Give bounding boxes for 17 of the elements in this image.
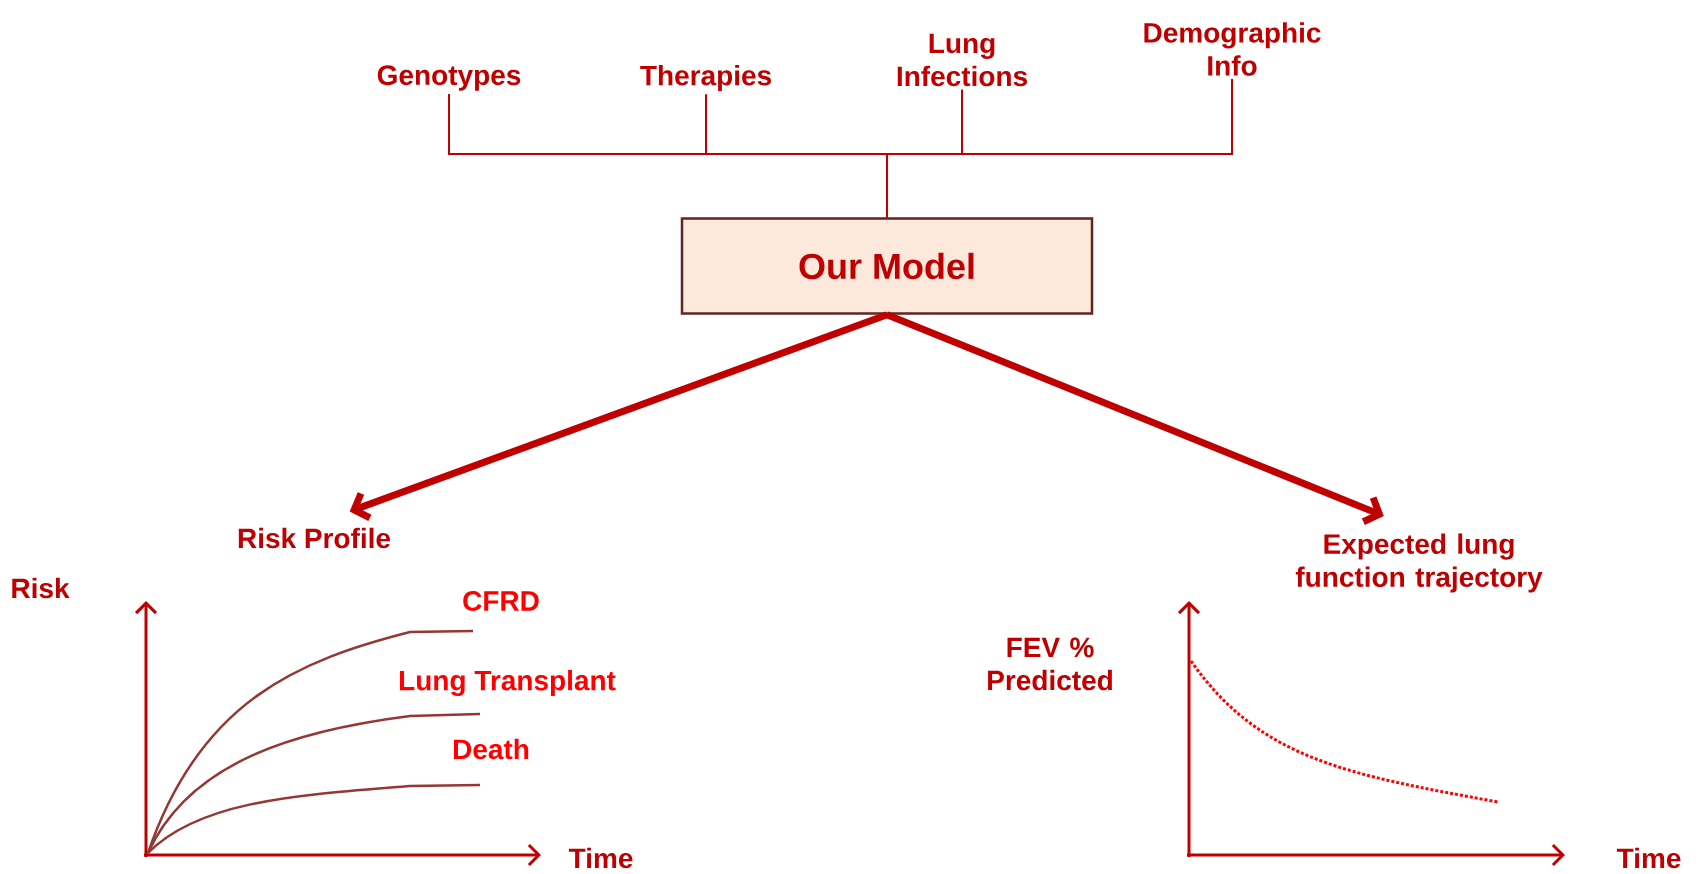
axis-label: Time xyxy=(568,847,633,869)
text-label: Risk Profile xyxy=(238,527,391,549)
connector-line xyxy=(886,78,1233,219)
text-label: Lung Infections xyxy=(897,33,1027,87)
text-label: Demographic Info xyxy=(1144,22,1321,76)
arrow xyxy=(885,311,1384,525)
model-box: Our Model xyxy=(680,217,1094,315)
axis-label: FEV % Predicted xyxy=(988,637,1112,691)
axis-label: Risk xyxy=(12,577,70,599)
text-label: Genotypes xyxy=(377,65,521,91)
axis-label: Lung Transplant xyxy=(400,669,616,697)
arrow xyxy=(349,311,889,521)
text-label: Expected lung function trajectory xyxy=(1295,533,1543,593)
axis-label: Time xyxy=(1616,847,1681,869)
axis-label: Death xyxy=(454,738,529,760)
text-label: Therapies xyxy=(640,64,771,92)
axis-label: CFRD xyxy=(463,591,539,611)
